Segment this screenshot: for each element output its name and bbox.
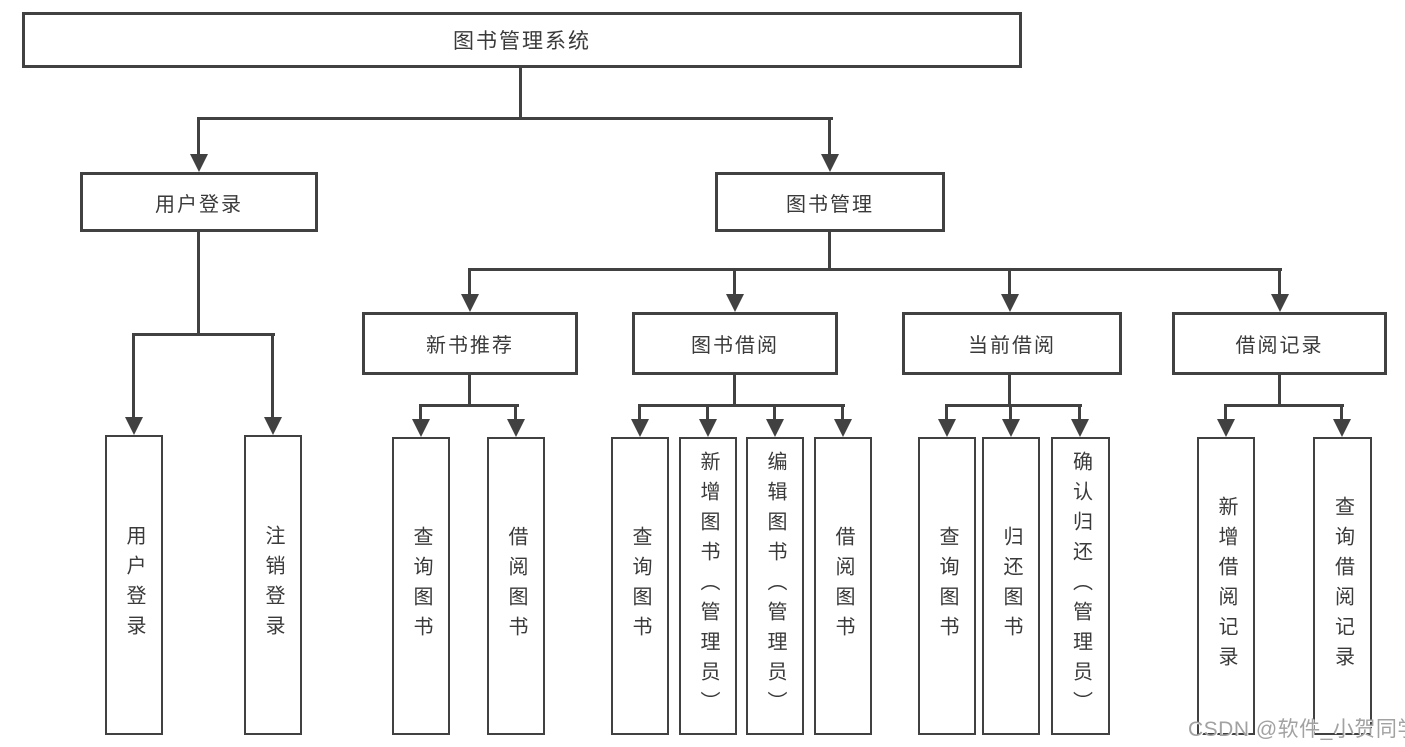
arrow-down-icon <box>125 417 143 435</box>
leaf-borrowing-add-books-admin: 新增图书（管理员） <box>679 437 737 735</box>
connector-vline <box>733 374 736 407</box>
leaf-logout: 注销登录 <box>244 435 302 735</box>
connector-vline <box>1278 374 1281 407</box>
connector-hline <box>132 333 275 336</box>
connector-vline <box>828 117 831 154</box>
connector-hline <box>198 117 833 120</box>
connector-vline <box>197 231 200 334</box>
connector-vline <box>1009 404 1012 421</box>
connector-hline <box>468 268 1282 271</box>
node-library-management-system: 图书管理系统 <box>22 12 1022 68</box>
arrow-down-icon <box>821 154 839 172</box>
connector-vline <box>197 117 200 154</box>
connector-vline <box>519 67 522 118</box>
connector-vline <box>733 268 736 296</box>
leaf-current-confirm-return-admin: 确认归还（管理员） <box>1051 437 1110 735</box>
connector-hline <box>1224 404 1344 407</box>
node-user-login: 用户登录 <box>80 172 318 232</box>
connector-vline <box>132 333 135 417</box>
connector-vline <box>1078 404 1081 421</box>
leaf-newbooks-borrow-books: 借阅图书 <box>487 437 545 735</box>
arrow-down-icon <box>1001 294 1019 312</box>
connector-vline <box>1008 268 1011 296</box>
arrow-down-icon <box>1071 419 1089 437</box>
arrow-down-icon <box>412 419 430 437</box>
arrow-down-icon <box>699 419 717 437</box>
arrow-down-icon <box>190 154 208 172</box>
connector-vline <box>841 404 844 421</box>
connector-hline <box>419 404 519 407</box>
node-new-book-recommend: 新书推荐 <box>362 312 578 375</box>
connector-vline <box>271 333 274 417</box>
arrow-down-icon <box>264 417 282 435</box>
connector-vline <box>1224 404 1227 421</box>
connector-vline <box>828 231 831 271</box>
connector-vline <box>514 404 517 421</box>
connector-vline <box>468 374 471 407</box>
arrow-down-icon <box>726 294 744 312</box>
node-book-management: 图书管理 <box>715 172 945 232</box>
csdn-watermark: CSDN @软件_小贺同学 <box>1188 718 1405 741</box>
node-current-borrowing: 当前借阅 <box>902 312 1122 375</box>
leaf-borrowing-query-books: 查询图书 <box>611 437 669 735</box>
leaf-borrowing-edit-books-admin: 编辑图书（管理员） <box>746 437 804 735</box>
arrow-down-icon <box>766 419 784 437</box>
connector-vline <box>638 404 641 421</box>
connector-vline <box>1008 374 1011 407</box>
connector-vline <box>773 404 776 421</box>
arrow-down-icon <box>507 419 525 437</box>
connector-vline <box>1340 404 1343 421</box>
connector-hline <box>945 404 1082 407</box>
arrow-down-icon <box>1002 419 1020 437</box>
leaf-records-add-record: 新增借阅记录 <box>1197 437 1255 735</box>
arrow-down-icon <box>834 419 852 437</box>
arrow-down-icon <box>938 419 956 437</box>
arrow-down-icon <box>1333 419 1351 437</box>
arrow-down-icon <box>1217 419 1235 437</box>
leaf-current-query-books: 查询图书 <box>918 437 976 735</box>
arrow-down-icon <box>461 294 479 312</box>
node-borrow-records: 借阅记录 <box>1172 312 1387 375</box>
leaf-borrowing-borrow-books: 借阅图书 <box>814 437 872 735</box>
leaf-user-login: 用户登录 <box>105 435 163 735</box>
connector-vline <box>419 404 422 421</box>
arrow-down-icon <box>1271 294 1289 312</box>
leaf-records-query-record: 查询借阅记录 <box>1313 437 1372 735</box>
connector-vline <box>945 404 948 421</box>
connector-hline <box>638 404 845 407</box>
connector-vline <box>706 404 709 421</box>
arrow-down-icon <box>631 419 649 437</box>
node-book-borrowing: 图书借阅 <box>632 312 838 375</box>
leaf-newbooks-query-books: 查询图书 <box>392 437 450 735</box>
leaf-current-return-books: 归还图书 <box>982 437 1040 735</box>
connector-vline <box>1278 268 1281 296</box>
connector-vline <box>468 268 471 296</box>
